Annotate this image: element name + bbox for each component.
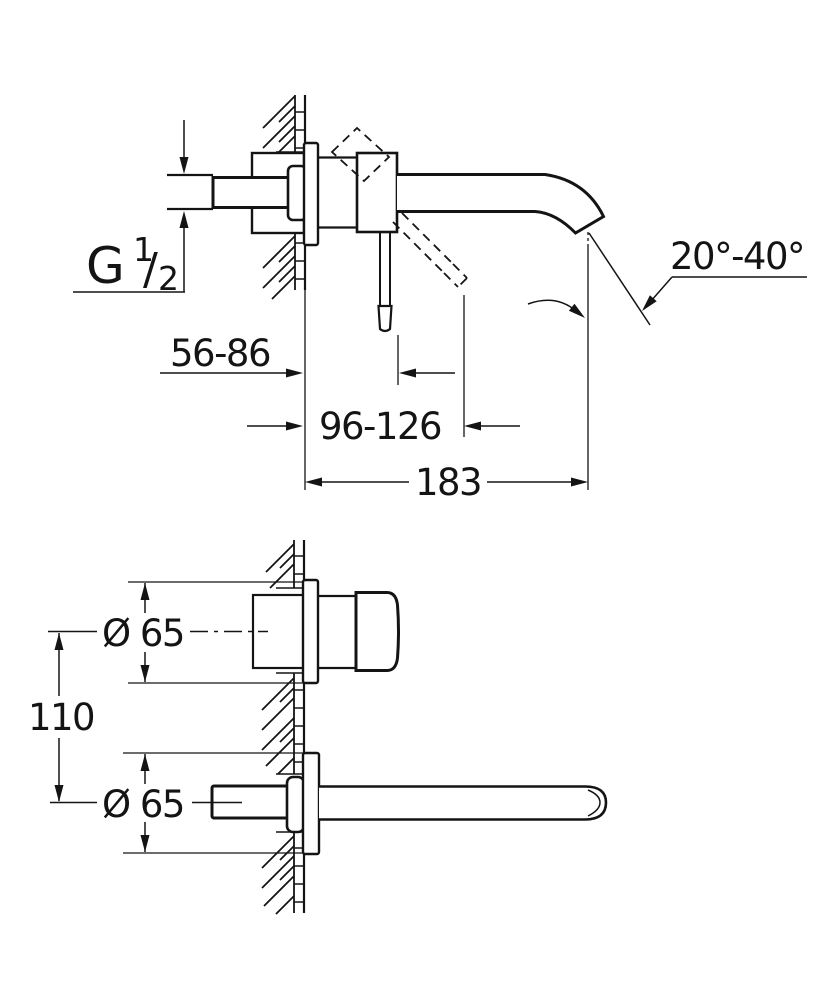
spout-front	[192, 751, 608, 856]
pipe-nipple	[211, 176, 292, 209]
escutcheon-side-view	[302, 141, 320, 247]
knob-grip	[354, 591, 400, 672]
dim-diameter-top-label: Ø 65	[102, 612, 184, 655]
thread-label: G	[86, 237, 124, 295]
lever-handle	[377, 232, 393, 333]
spout-tube	[319, 785, 608, 821]
dim-angle: 20°-40°	[527, 232, 807, 326]
dim-angle-label: 20°-40°	[670, 235, 804, 278]
dim-diameter-bottom: Ø 65	[102, 752, 303, 854]
dim-projection: 183	[305, 461, 588, 504]
lever-open-position-dashed	[392, 212, 468, 288]
spout-escutcheon	[301, 751, 321, 856]
dim-handle-clearance: 96-126	[247, 405, 520, 448]
front-view: Ø 65 Ø 65 110	[28, 540, 608, 915]
lever-raised-position-dashed	[330, 126, 391, 183]
angle-reference-line	[588, 232, 651, 326]
dim-diameter-top: Ø 65	[102, 581, 303, 684]
dim-depth-label: 56-86	[170, 332, 270, 375]
thread-fraction-slash: /	[143, 244, 158, 295]
wall-hatch	[262, 95, 296, 300]
dim-handle-clearance-label: 96-126	[319, 405, 441, 448]
thread-fraction-denominator: 2	[158, 259, 179, 298]
swivel-arc-arrow	[527, 299, 577, 312]
dim-diameter-bottom-label: Ø 65	[102, 783, 184, 826]
dim-thread: G 1 / 2	[73, 120, 189, 298]
extension-lines	[304, 232, 589, 490]
side-view: G 1 / 2 56-86 96-126	[73, 95, 807, 504]
knob-escutcheon	[301, 578, 320, 685]
dim-projection-label: 183	[415, 461, 481, 504]
union-nut	[355, 151, 399, 234]
handle-knob	[190, 578, 400, 685]
supply-pipe	[167, 173, 213, 211]
dim-spacing: 110	[28, 630, 97, 804]
spout-tube-cap-detail	[587, 789, 601, 817]
spout	[397, 173, 606, 235]
thread-fraction-numerator: 1	[133, 230, 154, 269]
lever-handle-tip	[377, 304, 393, 333]
dim-depth: 56-86	[160, 332, 455, 378]
spout-wall-collar	[285, 775, 306, 834]
spout-neck	[318, 156, 357, 229]
dim-spacing-label: 110	[28, 696, 94, 739]
